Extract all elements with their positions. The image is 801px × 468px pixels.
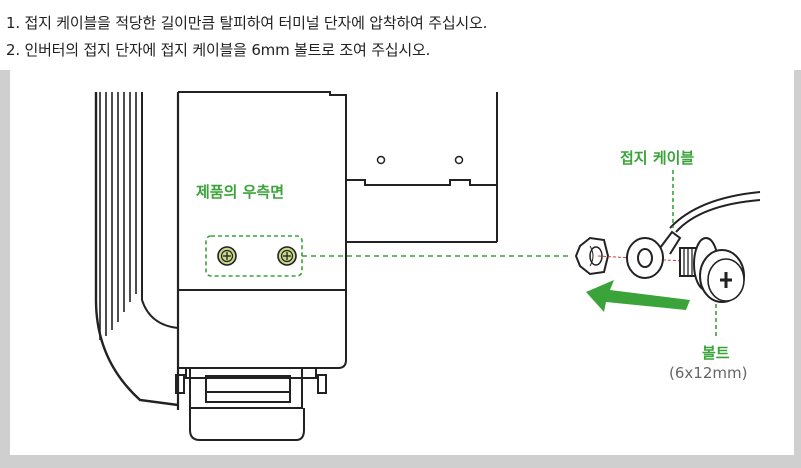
bolt-icon bbox=[679, 237, 745, 303]
insert-direction-arrow-icon bbox=[586, 280, 690, 312]
ground-screw-left bbox=[217, 246, 237, 266]
instructions-header: 1. 접지 케이블을 적당한 길이만큼 탈피하여 터미널 단자에 압착하여 주십… bbox=[0, 0, 801, 70]
ground-cable-label: 접지 케이블 bbox=[620, 149, 695, 167]
bolt-label: 볼트 bbox=[702, 344, 730, 362]
instruction-step-2: 2. 인버터의 접지 단자에 접지 케이블을 6mm 볼트로 조여 주십시오. bbox=[6, 41, 431, 59]
heatsink-fins bbox=[99, 92, 137, 340]
side-panel-label: 제품의 우측면 bbox=[196, 183, 285, 201]
mounting-bracket bbox=[346, 92, 498, 243]
ground-screw-right bbox=[277, 246, 297, 266]
hex-nut-icon bbox=[574, 236, 610, 276]
ground-cable bbox=[669, 191, 761, 233]
ring-terminal-icon bbox=[626, 230, 682, 279]
inverter-body bbox=[94, 91, 347, 441]
instruction-step-1: 1. 접지 케이블을 적당한 길이만큼 탈피하여 터미널 단자에 압착하여 주십… bbox=[6, 14, 488, 32]
bolt-spec-label: (6x12mm) bbox=[669, 364, 748, 382]
